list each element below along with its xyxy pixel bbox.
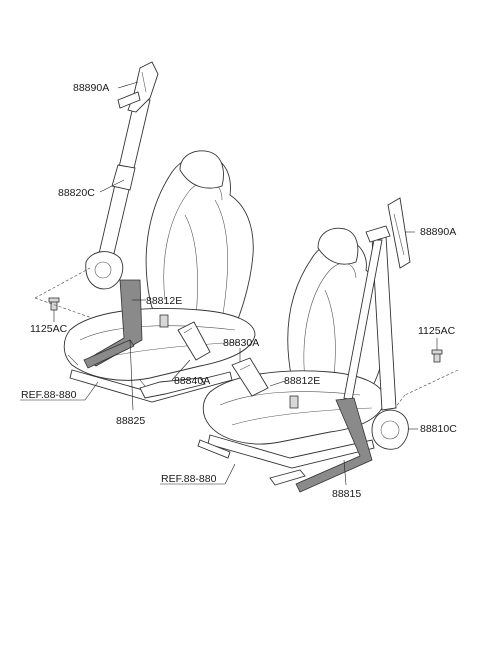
right-headrest [317, 227, 359, 265]
left-bolt [48, 297, 60, 311]
right-pretensioner [295, 397, 373, 493]
left-retractor [85, 251, 124, 290]
part-labels: 88890A 88820C 88812E 1125AC 88840A REF.8… [21, 82, 457, 500]
label-front-buckle-center: 88840A [174, 375, 210, 387]
right-buckle [231, 357, 269, 397]
label-rear-pretensioner: 88815 [332, 488, 361, 500]
right-upper-anchor [387, 197, 411, 269]
label-front-pretensioner: 88825 [116, 415, 145, 427]
label-front-buckle-right: 88812E [146, 295, 182, 307]
label-rear-upper-anchor: 88890A [420, 226, 456, 238]
label-rear-bolt: 1125AC [418, 325, 456, 337]
label-front-upper-anchor: 88890A [73, 82, 109, 94]
left-seat-assembly [34, 61, 256, 403]
left-upper-anchor [127, 61, 159, 113]
right-seat-assembly [197, 197, 459, 493]
right-retractor [371, 409, 409, 450]
label-rear-retractor: 88810C [420, 423, 457, 435]
label-front-ref: REF.88-880 [21, 389, 77, 401]
left-seat-cushion [63, 308, 256, 381]
right-bolt [431, 349, 443, 363]
left-headrest [179, 150, 224, 189]
leader-lines [20, 81, 438, 486]
label-rear-ref: REF.88-880 [161, 473, 217, 485]
label-front-belt: 88820C [58, 187, 95, 199]
label-front-bolt: 1125AC [30, 323, 68, 335]
label-rear-buckle: 88830A [223, 337, 259, 349]
label-rear-buckle-right: 88812E [284, 375, 320, 387]
